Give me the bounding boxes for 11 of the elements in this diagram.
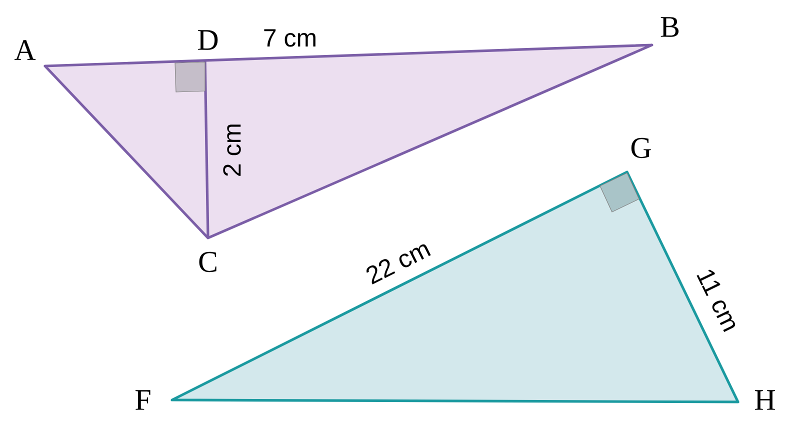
- point-label: B: [660, 17, 679, 37]
- length-label: 11 cm: [696, 270, 736, 332]
- point-label: H: [755, 390, 775, 410]
- point-label: C: [199, 252, 216, 272]
- point-label: G: [631, 138, 651, 158]
- length-label: 7 cm: [264, 29, 316, 47]
- length-label: 2 cm: [223, 124, 241, 176]
- point-label: D: [198, 30, 218, 50]
- point-label: A: [14, 40, 36, 60]
- point-label: F: [136, 390, 150, 410]
- length-label: 22 cm: [366, 244, 431, 284]
